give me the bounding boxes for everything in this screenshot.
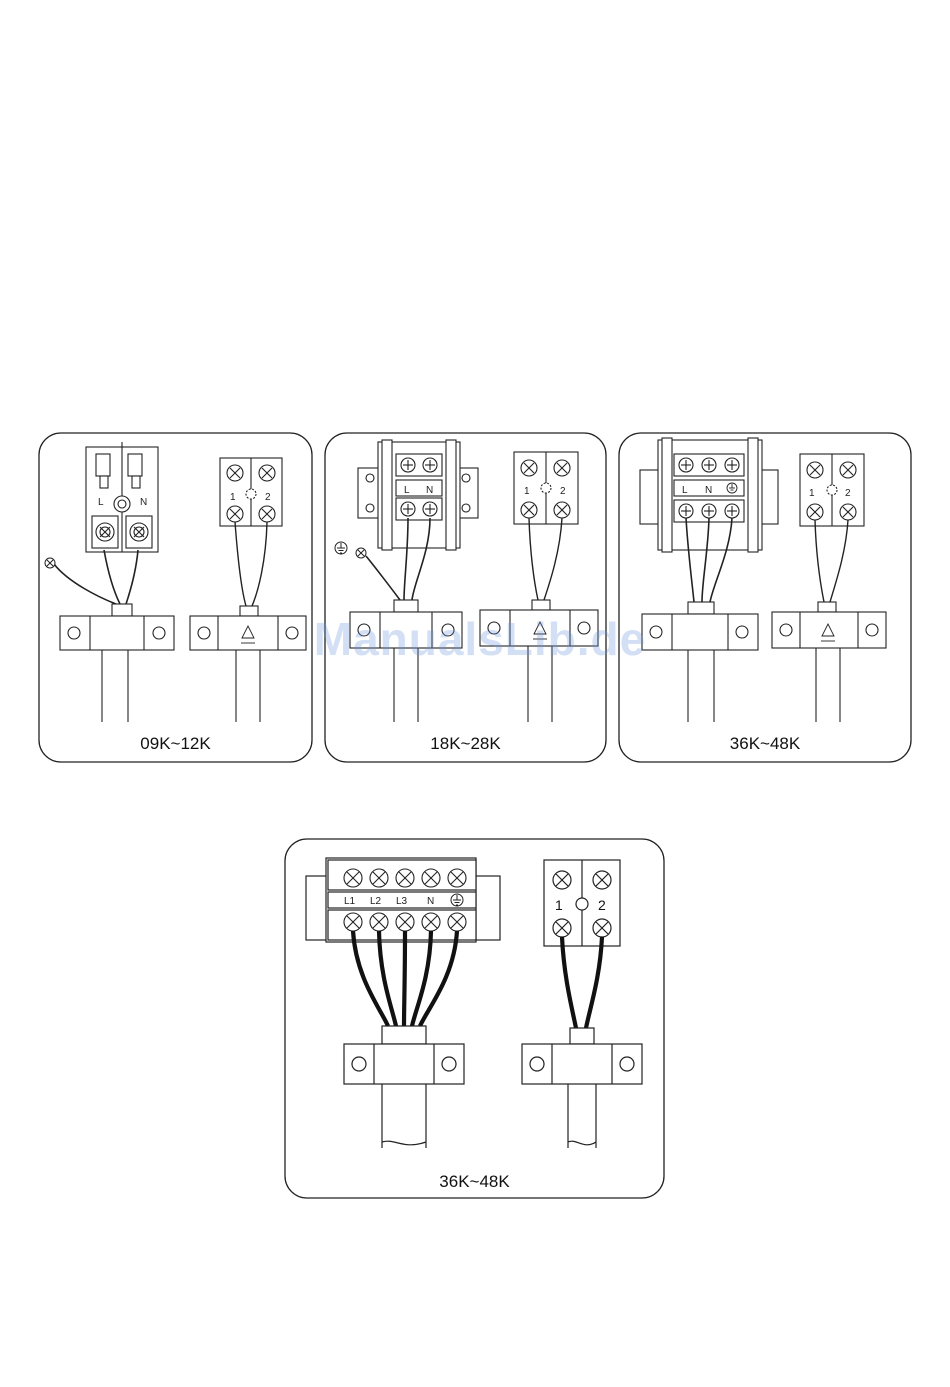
signal-label-2: 2	[845, 488, 851, 499]
terminal-label-l: L	[682, 485, 688, 496]
terminal-label-n: N	[705, 485, 712, 496]
terminal-label-l2: L2	[370, 896, 382, 907]
panel-caption: 09K~12K	[38, 734, 313, 754]
panel-caption: 36K~48K	[284, 1172, 665, 1192]
signal-label-1: 1	[555, 897, 563, 913]
terminal-label-n: N	[427, 896, 434, 907]
panel-caption: 18K~28K	[324, 734, 607, 754]
signal-label-1: 1	[524, 486, 530, 497]
earth-ground-icon	[727, 483, 737, 493]
terminal-label-l1: L1	[344, 896, 356, 907]
terminal-label-l: L	[404, 485, 410, 496]
earth-ground-icon	[451, 894, 463, 906]
wiring-panel-36k-48k-three-phase: L1 L2 L3 N	[284, 838, 665, 1200]
wiring-diagram-09k-12k: L N	[38, 432, 313, 764]
signal-label-2: 2	[598, 897, 606, 913]
wiring-diagram-18k-28k: L N	[324, 432, 607, 764]
signal-label-1: 1	[809, 488, 815, 499]
terminal-label-l3: L3	[396, 896, 408, 907]
wiring-panel-09k-12k: L N	[38, 432, 313, 764]
earth-screw-icon	[45, 558, 55, 568]
signal-label-2: 2	[560, 486, 566, 497]
signal-label-2: 2	[265, 492, 271, 503]
terminal-label-l: L	[98, 497, 104, 508]
wiring-diagram-36k-48k-single: L N 1 2	[618, 432, 912, 764]
terminal-label-n: N	[140, 497, 147, 508]
wiring-diagram-36k-48k-three-phase: L1 L2 L3 N	[284, 838, 665, 1200]
watermark: ManualsLib.de	[290, 612, 670, 666]
wiring-panel-36k-48k-single: L N 1 2	[618, 432, 912, 764]
earth-ground-icon	[335, 542, 347, 554]
panel-caption: 36K~48K	[618, 734, 912, 754]
terminal-label-n: N	[426, 485, 433, 496]
signal-label-1: 1	[230, 492, 236, 503]
wiring-panel-18k-28k: L N	[324, 432, 607, 764]
earth-screw-icon	[356, 548, 366, 558]
